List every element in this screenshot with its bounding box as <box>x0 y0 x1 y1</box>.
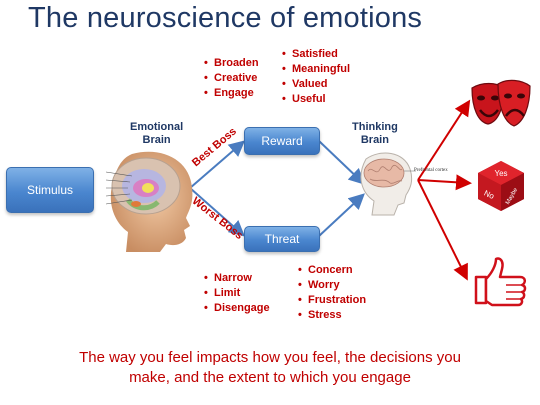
emotional-brain-line2: Brain <box>142 134 171 146</box>
list-item: Concern <box>298 263 366 278</box>
list-item: Worry <box>298 278 366 293</box>
list-item: Satisfied <box>282 47 350 62</box>
prefrontal-cortex-annotation: Prefrontal cortex <box>414 168 448 173</box>
reward-list-1: Broaden Creative Engage <box>204 56 259 101</box>
blue-flow-lines <box>189 140 365 237</box>
caption-line2: make, and the extent to which you engage <box>129 369 411 386</box>
thumbs-up-icon <box>474 257 527 307</box>
emotional-brain-label: Emotional Brain <box>130 121 183 147</box>
emotional-brain-head-image <box>105 151 193 252</box>
dice-yes-text: Yes <box>494 169 507 178</box>
list-item: Valued <box>282 77 350 92</box>
thinking-brain-line1: Thinking <box>352 121 398 133</box>
list-item: Engage <box>204 86 259 101</box>
list-item: Frustration <box>298 293 366 308</box>
emotional-brain-line1: Emotional <box>130 121 184 133</box>
bottom-caption: The way you feel impacts how you feel, t… <box>0 348 540 388</box>
list-item: Meaningful <box>282 62 350 77</box>
threat-list-1: Narrow Limit Disengage <box>204 271 270 316</box>
stimulus-label: Stimulus <box>26 183 73 197</box>
thinking-brain-line2: Brain <box>360 134 389 146</box>
list-item: Narrow <box>204 271 270 286</box>
thinking-brain-label: Thinking Brain <box>352 121 398 147</box>
list-item: Useful <box>282 92 350 107</box>
threat-label: Threat <box>264 232 300 246</box>
reward-list-2: Satisfied Meaningful Valued Useful <box>282 47 350 107</box>
threat-list-2: Concern Worry Frustration Stress <box>298 263 366 323</box>
dice-no-text: No <box>483 188 497 201</box>
threat-box: Threat <box>244 226 320 252</box>
thinking-brain-head-image <box>360 152 416 216</box>
list-item: Creative <box>204 71 259 86</box>
decision-dice-icon: Yes No Maybe <box>478 161 524 211</box>
reward-box: Reward <box>244 127 320 155</box>
list-item: Broaden <box>204 56 259 71</box>
caption-line1: The way you feel impacts how you feel, t… <box>79 349 461 366</box>
list-item: Stress <box>298 308 366 323</box>
page-title: The neuroscience of emotions <box>28 2 423 34</box>
stimulus-box: Stimulus <box>6 167 94 213</box>
red-outcome-arrows <box>417 99 472 281</box>
theatre-masks-icon <box>471 79 531 127</box>
reward-label: Reward <box>261 134 303 148</box>
list-item: Disengage <box>204 301 270 316</box>
list-item: Limit <box>204 286 270 301</box>
